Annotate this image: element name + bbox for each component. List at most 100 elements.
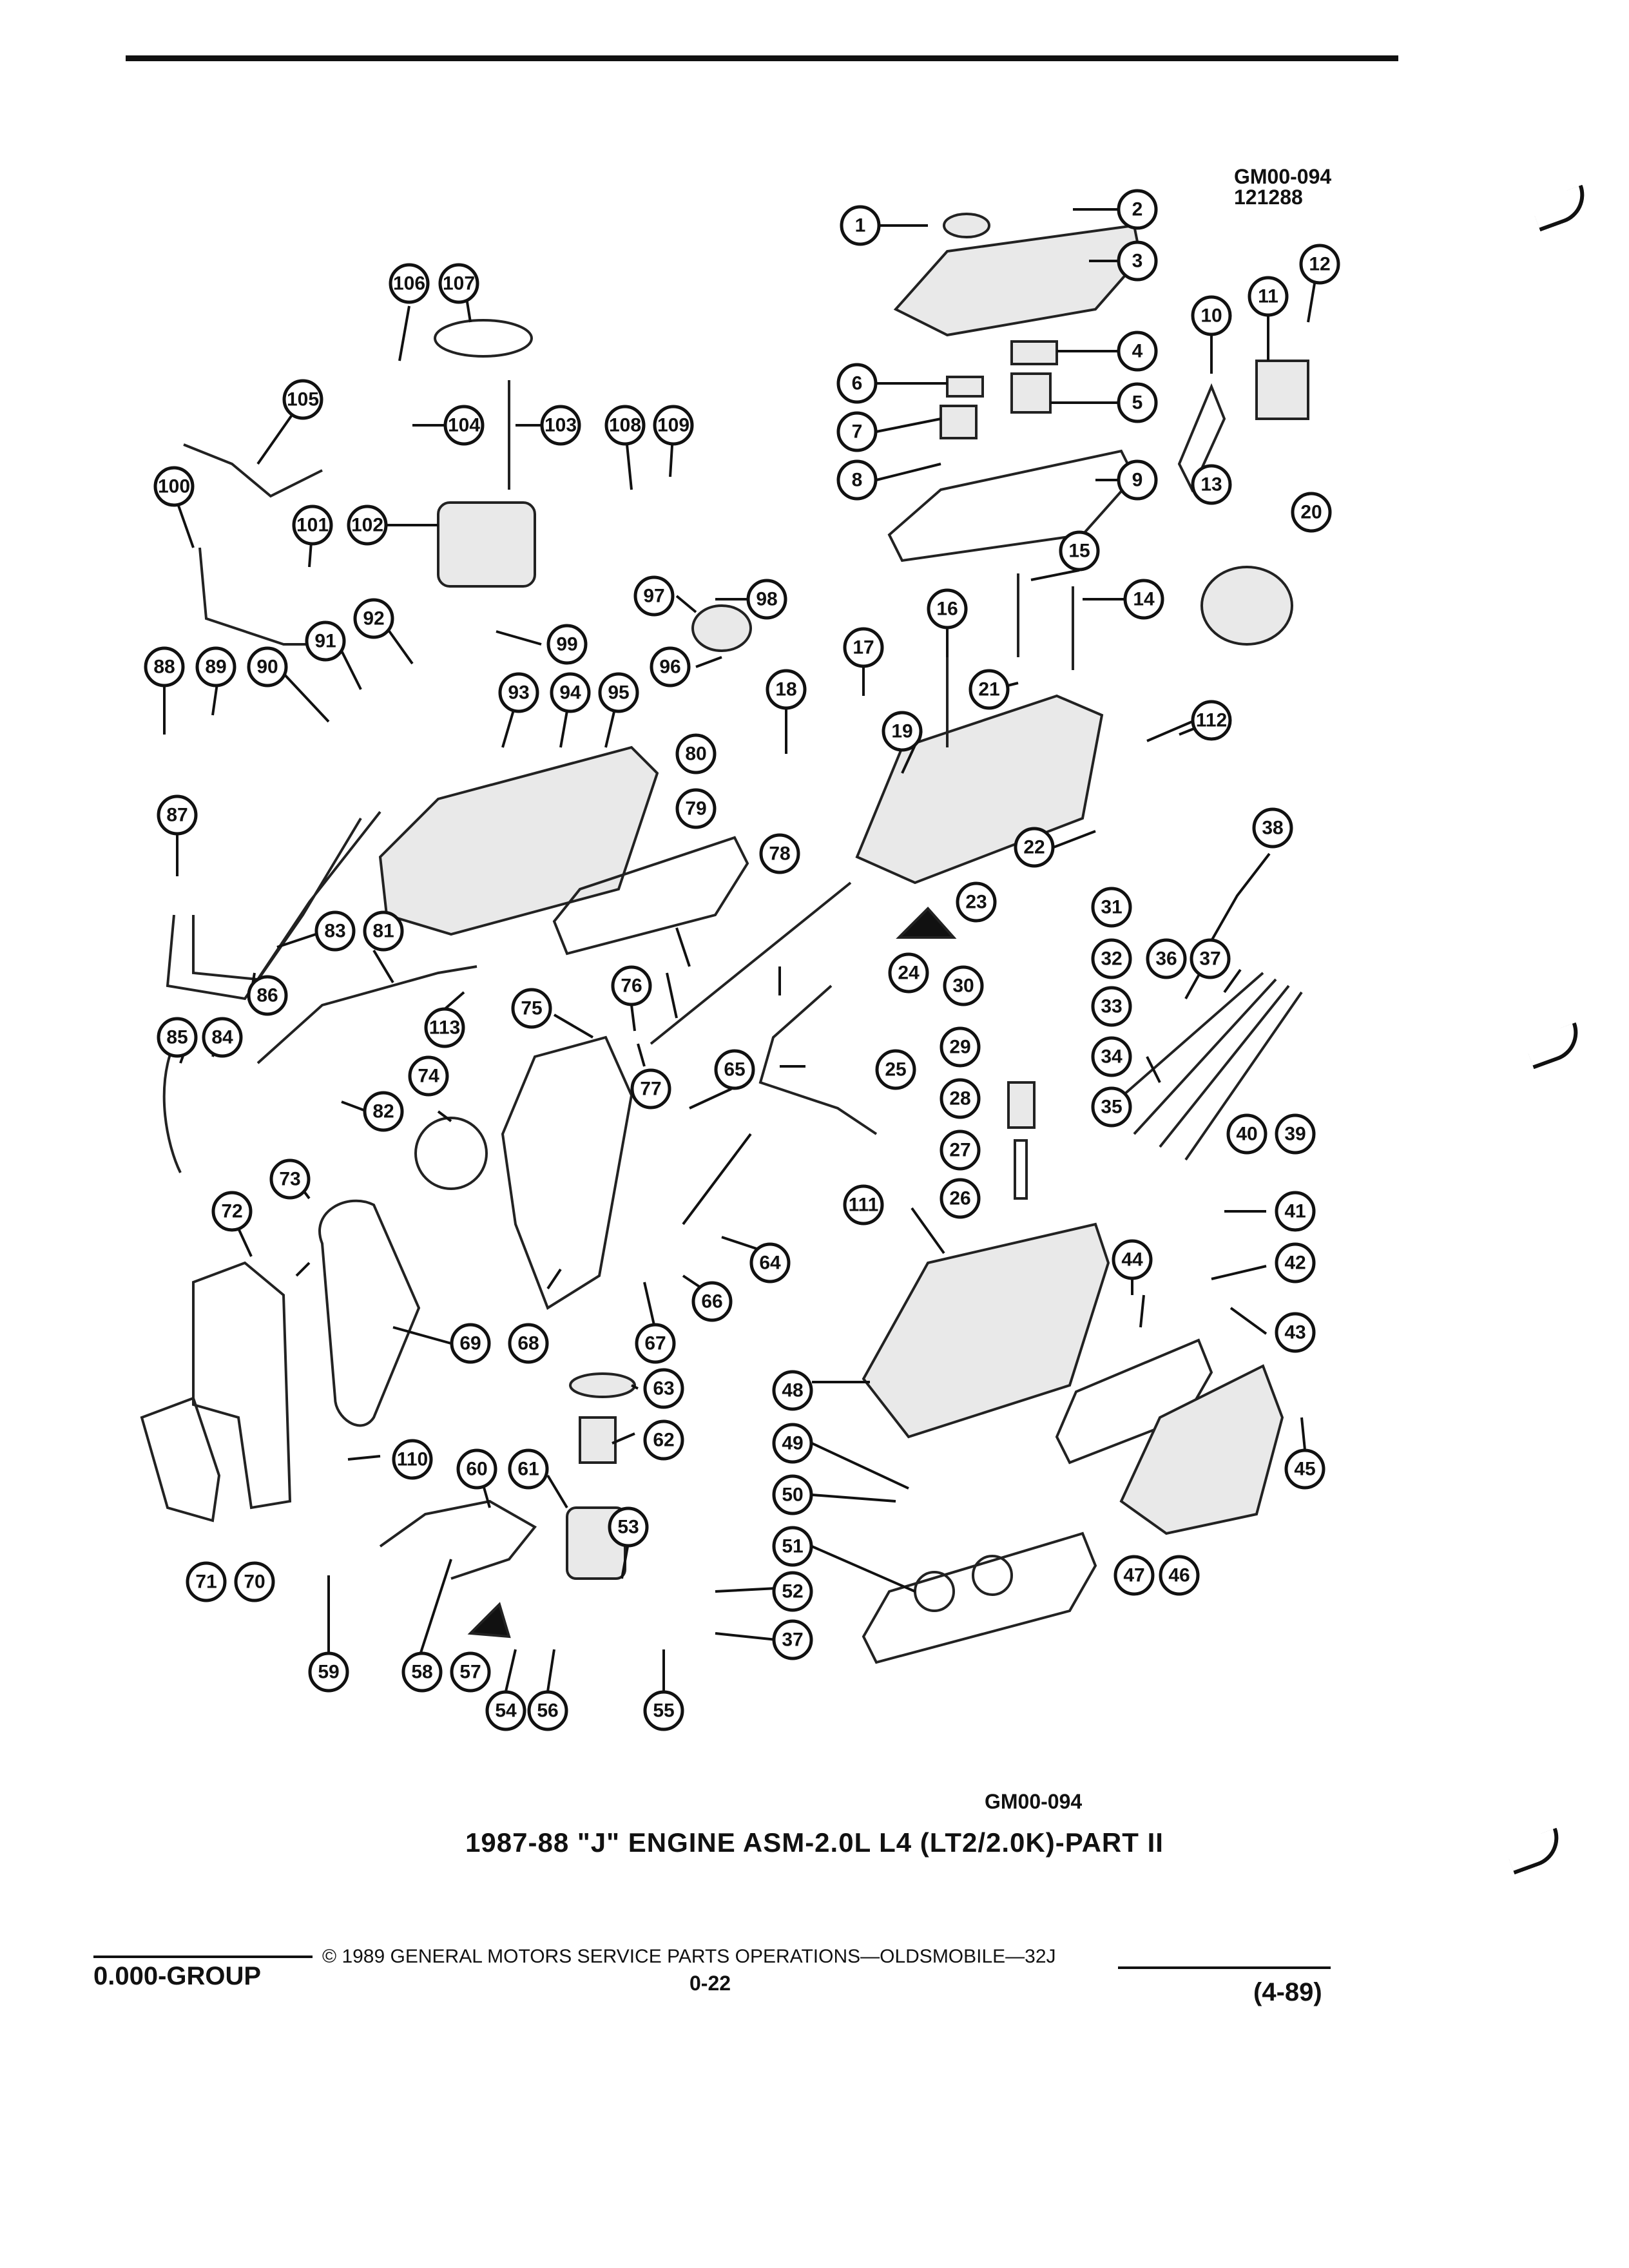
callout-numbers: 1 2 3 4 5 6 7 8 9 10 11 12 13 14 15 16 1… [144,189,1340,1731]
callout-57: 57 [450,1651,491,1693]
callout-59: 59 [308,1651,349,1693]
callout-60: 60 [456,1448,497,1490]
callout-10: 10 [1191,295,1232,336]
callout-91: 91 [305,620,346,662]
head-gasket [862,1532,1097,1664]
svg-text:66: 66 [701,1291,722,1312]
svg-text:47: 47 [1123,1565,1144,1586]
callout-49: 49 [772,1423,813,1464]
camshaft-sprocket [414,1117,488,1190]
front-timing-cover [192,1261,292,1510]
callout-36: 36 [1146,938,1187,979]
callout-81: 81 [363,910,404,952]
callout-2: 2 [1117,189,1158,230]
callout-53: 53 [608,1506,649,1548]
callout-32: 32 [1091,938,1132,979]
callout-1: 1 [840,205,881,246]
direction-arrow-57 [467,1602,511,1639]
callout-64: 64 [749,1242,791,1283]
svg-text:18: 18 [775,679,796,700]
svg-text:9: 9 [1132,470,1143,491]
footer-date: (4-89) [1253,1978,1322,2006]
callout-41: 41 [1275,1191,1316,1232]
svg-text:6: 6 [852,373,863,394]
svg-text:98: 98 [756,589,777,610]
callout-56: 56 [527,1690,568,1731]
svg-text:29: 29 [949,1037,970,1058]
svg-text:65: 65 [724,1059,745,1081]
callout-35: 35 [1091,1086,1132,1128]
svg-text:2: 2 [1132,199,1143,220]
svg-text:96: 96 [659,657,680,678]
spark-plug-wires [1107,972,1303,1161]
svg-text:89: 89 [205,657,226,678]
callout-9: 9 [1117,459,1158,501]
callout-102: 102 [347,505,388,546]
throttle-body [437,501,536,588]
callout-51: 51 [772,1526,813,1567]
callout-98: 98 [746,579,787,620]
top-rule [126,55,1398,61]
callout-4: 4 [1117,331,1158,372]
callout-107: 107 [438,263,479,304]
callout-40: 40 [1226,1113,1268,1155]
callout-113: 113 [424,1007,465,1048]
svg-text:111: 111 [849,1195,879,1216]
svg-text:42: 42 [1284,1253,1306,1274]
svg-text:55: 55 [653,1700,674,1722]
svg-text:13: 13 [1200,474,1222,495]
callout-99: 99 [546,624,588,665]
svg-text:100: 100 [158,476,190,497]
svg-text:71: 71 [195,1571,217,1593]
callout-78: 78 [759,833,800,874]
svg-text:35: 35 [1101,1097,1122,1118]
svg-text:70: 70 [244,1571,265,1593]
svg-text:101: 101 [296,515,329,536]
callout-66: 66 [691,1281,733,1322]
svg-text:44: 44 [1121,1249,1143,1271]
callout-54: 54 [485,1690,526,1731]
callout-24: 24 [888,952,929,994]
svg-text:95: 95 [608,682,629,704]
svg-text:62: 62 [653,1430,674,1451]
exploded-engine-diagram: 1 2 3 4 5 6 7 8 9 10 11 12 13 14 15 16 1… [140,189,1340,1731]
thermostat [579,1416,617,1464]
svg-text:102: 102 [351,515,383,536]
intake-gasket [552,836,749,956]
svg-text:81: 81 [372,921,394,942]
bracket-5 [1010,372,1052,414]
coil-bracket [1177,383,1226,493]
callout-85: 85 [157,1017,198,1058]
upper-radiator-hose [162,1043,182,1173]
footer-rule-right [1118,1966,1331,1969]
svg-text:109: 109 [657,415,689,436]
bracket-6 [946,376,984,398]
callout-25: 25 [875,1049,916,1090]
svg-text:26: 26 [949,1188,970,1209]
svg-text:73: 73 [279,1169,300,1190]
exhaust-gasket [1055,1338,1213,1465]
svg-text:7: 7 [852,421,863,443]
svg-text:16: 16 [936,599,958,620]
svg-text:80: 80 [685,744,706,765]
oil-filler-cap [943,213,990,238]
diagram-title: 1987-88 "J" ENGINE ASM-2.0L L4 (LT2/2.0K… [465,1827,1164,1858]
callout-110: 110 [392,1439,433,1480]
svg-text:39: 39 [1284,1124,1306,1145]
svg-text:33: 33 [1101,996,1122,1017]
callout-88: 88 [144,646,185,687]
footer-group: 0.000-GROUP [93,1962,262,1990]
svg-text:105: 105 [287,389,319,410]
svg-text:72: 72 [221,1201,242,1222]
callout-16: 16 [927,588,968,629]
lower-timing-cover [140,1396,221,1523]
callout-37-lower: 37 [772,1619,813,1660]
svg-text:23: 23 [965,892,987,913]
callout-14: 14 [1123,579,1164,620]
callout-48: 48 [772,1370,813,1411]
callout-79: 79 [675,788,717,829]
svg-text:87: 87 [166,805,188,826]
callout-11: 11 [1248,276,1289,317]
svg-text:64: 64 [759,1253,781,1274]
svg-text:43: 43 [1284,1322,1306,1343]
